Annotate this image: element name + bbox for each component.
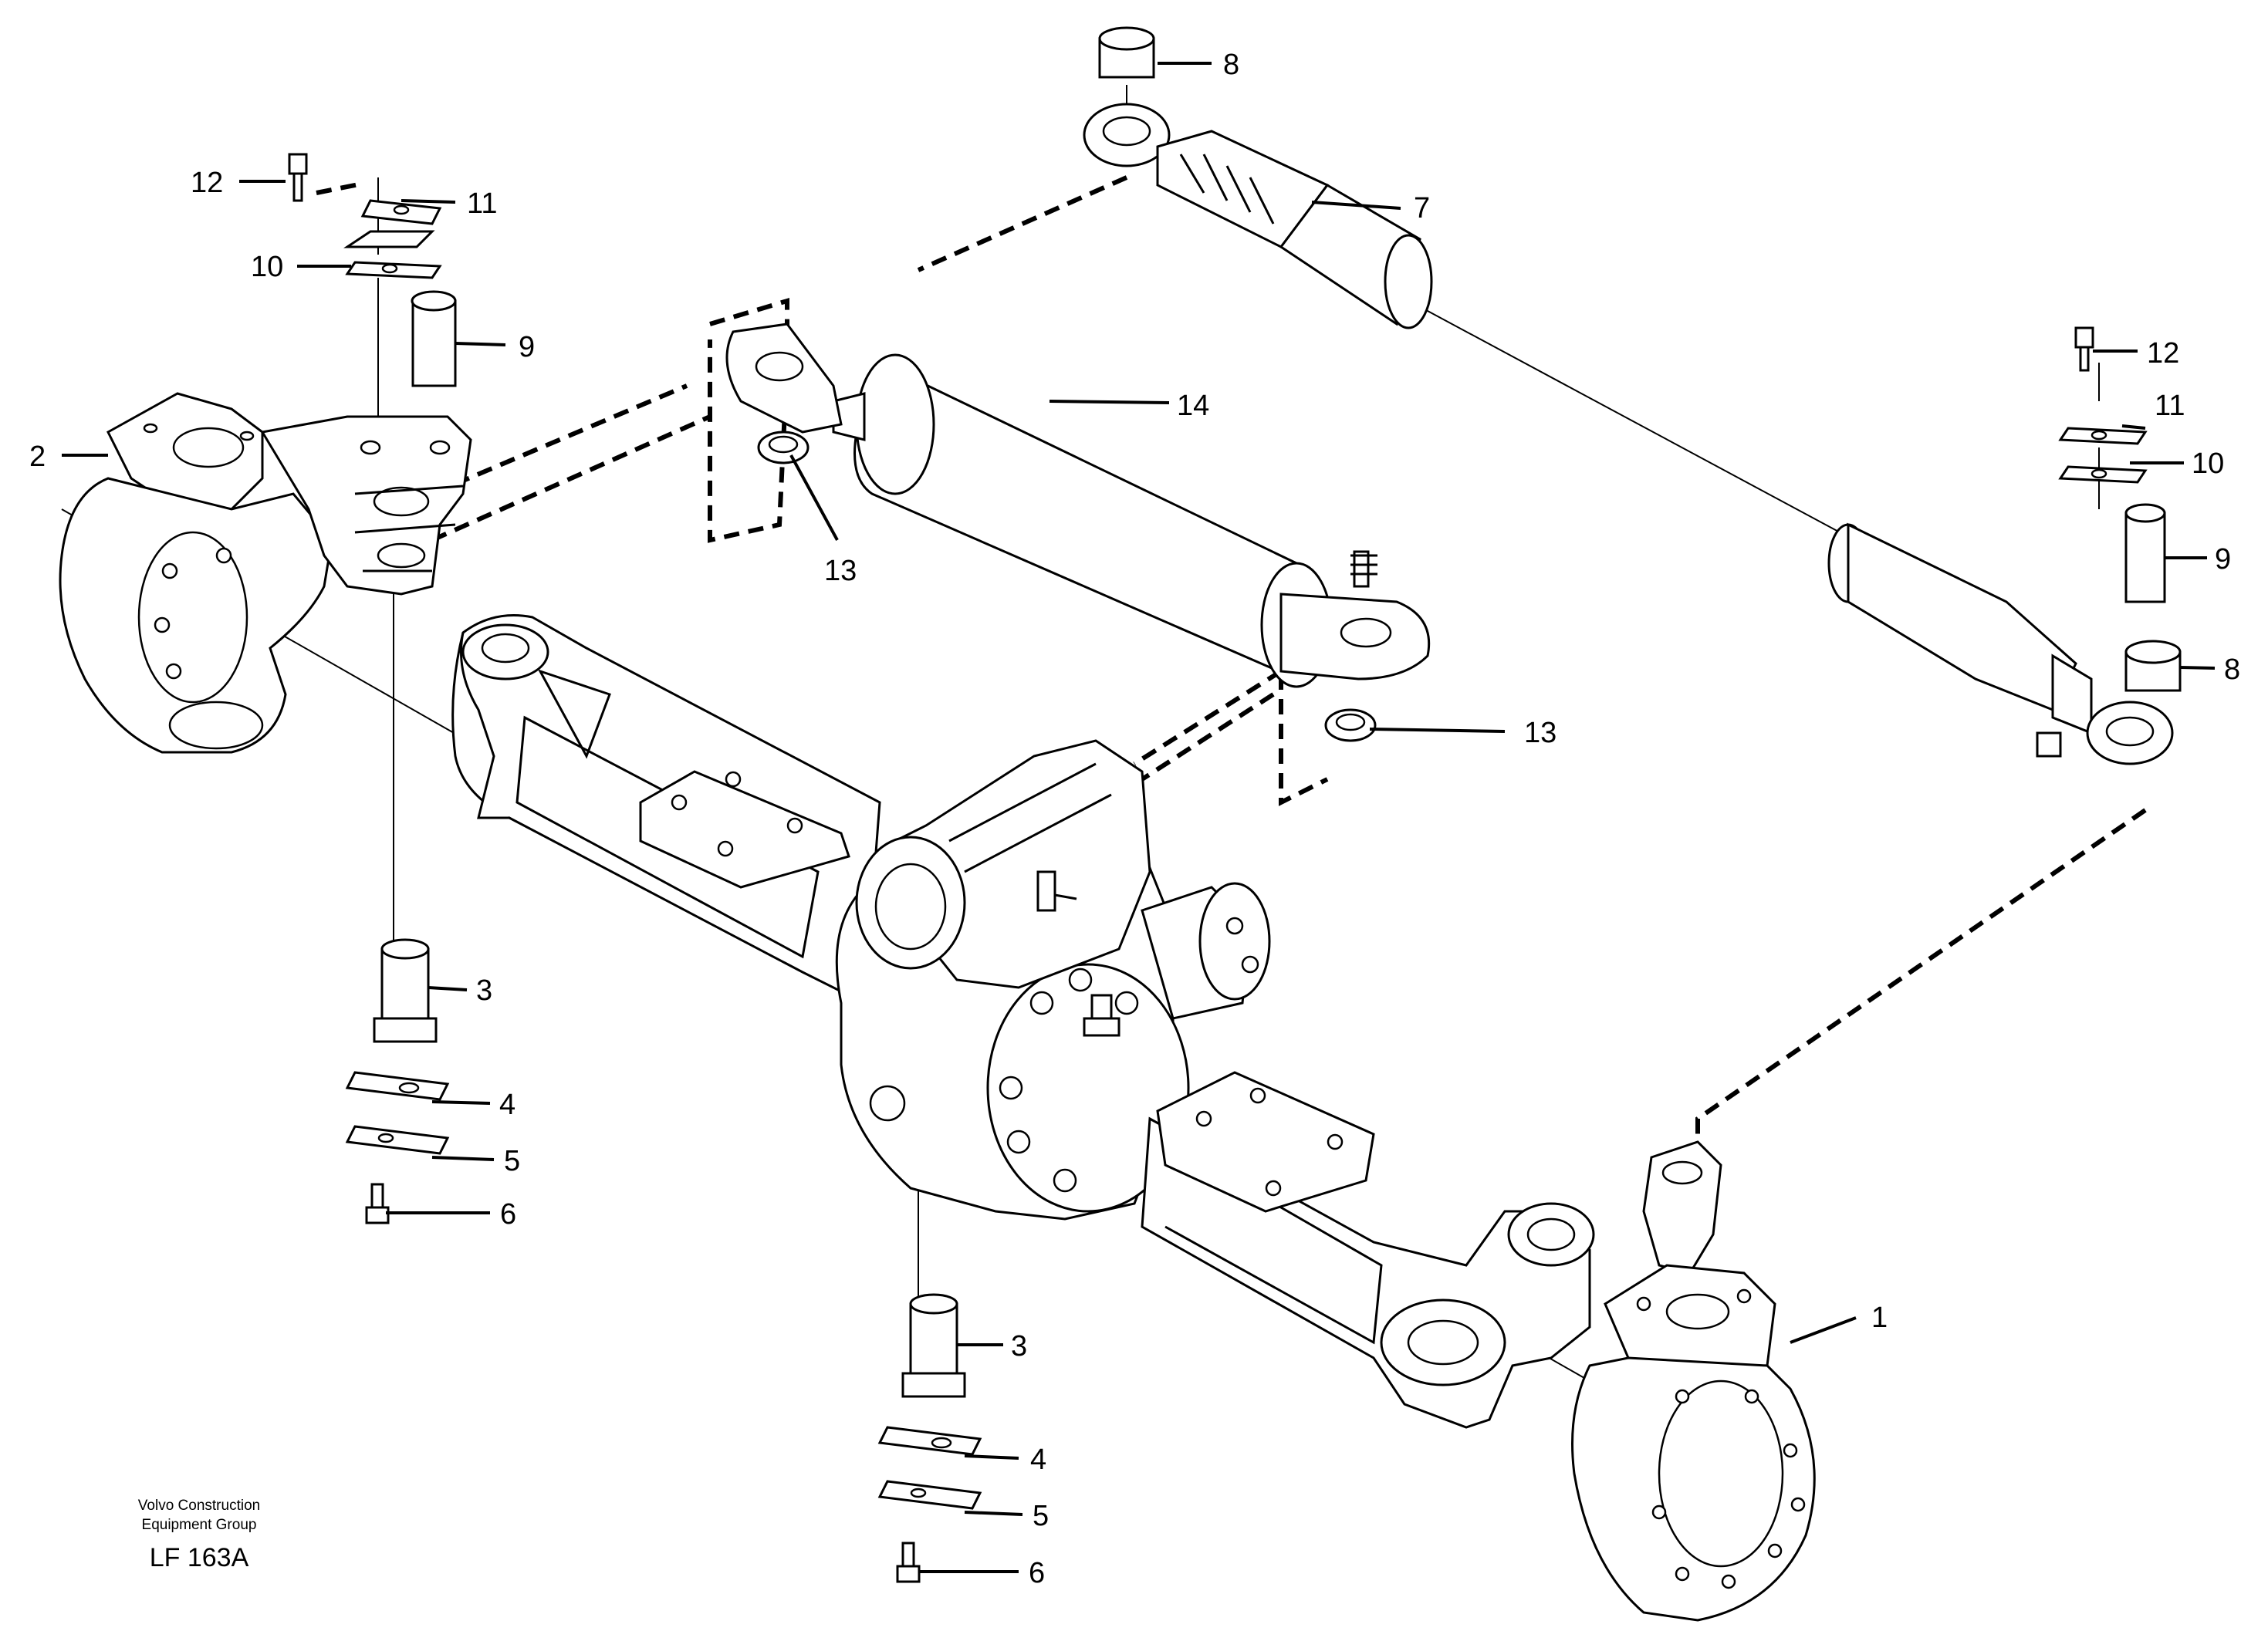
- steering-knuckle-left: [59, 392, 472, 754]
- callout-4-right: 4: [1030, 1444, 1046, 1476]
- track-rod-right-end: [1827, 522, 2174, 765]
- drawing-code: LF 163A: [150, 1543, 249, 1572]
- callout-5-left: 5: [504, 1145, 520, 1177]
- bolt-12: [288, 153, 2094, 372]
- track-rod-left-end: [1083, 103, 1433, 329]
- callout-12-left: 12: [191, 167, 223, 199]
- callout-14: 14: [1177, 390, 1209, 422]
- callout-13-left: 13: [824, 555, 857, 587]
- bolt-lower-6: [365, 1183, 921, 1583]
- callout-13-right: 13: [1524, 717, 1557, 749]
- callout-4-left: 4: [499, 1089, 515, 1121]
- company-name-line2: Equipment Group: [142, 1517, 257, 1533]
- callout-11-left: 11: [467, 187, 497, 220]
- callout-7: 7: [1414, 192, 1430, 225]
- shim-plates-upper: [343, 199, 2148, 484]
- king-pin-lower-3: [373, 938, 966, 1398]
- callout-9-left: 9: [519, 331, 535, 363]
- callout-8-right: 8: [2224, 653, 2240, 686]
- callout-11-right: 11: [2155, 390, 2185, 422]
- callout-labels: 8 7 14 13 13 12 11 10 9 2 3 4 5 6 3 4 5 …: [29, 49, 2240, 1589]
- callout-10-left: 10: [251, 251, 283, 283]
- callout-3-left: 3: [476, 974, 492, 1007]
- callout-6-left: 6: [500, 1198, 516, 1231]
- callout-2: 2: [29, 441, 46, 473]
- callout-9-right: 9: [2215, 543, 2231, 576]
- callout-5-right: 5: [1033, 1500, 1049, 1532]
- bushing-8: [1098, 26, 2182, 692]
- callout-6-right: 6: [1029, 1557, 1045, 1589]
- king-pin-9: [411, 290, 2166, 603]
- callout-3-right: 3: [1011, 1330, 1027, 1363]
- company-name-line1: Volvo Construction: [138, 1498, 260, 1514]
- leader-lines: [62, 62, 2216, 1573]
- drawing-footer: Volvo Construction Equipment Group LF 16…: [138, 1498, 260, 1572]
- axle-housing: [451, 614, 1595, 1429]
- callout-8-top: 8: [1223, 49, 1239, 81]
- steering-cylinder: [725, 323, 1431, 688]
- seal-ring-13: [757, 431, 1377, 742]
- steering-knuckle-right: [1571, 1140, 1816, 1622]
- callout-10-right: 10: [2192, 447, 2224, 480]
- shim-plates-lower: [345, 1071, 982, 1510]
- callout-12-right: 12: [2147, 337, 2179, 370]
- callout-1: 1: [1871, 1302, 1888, 1334]
